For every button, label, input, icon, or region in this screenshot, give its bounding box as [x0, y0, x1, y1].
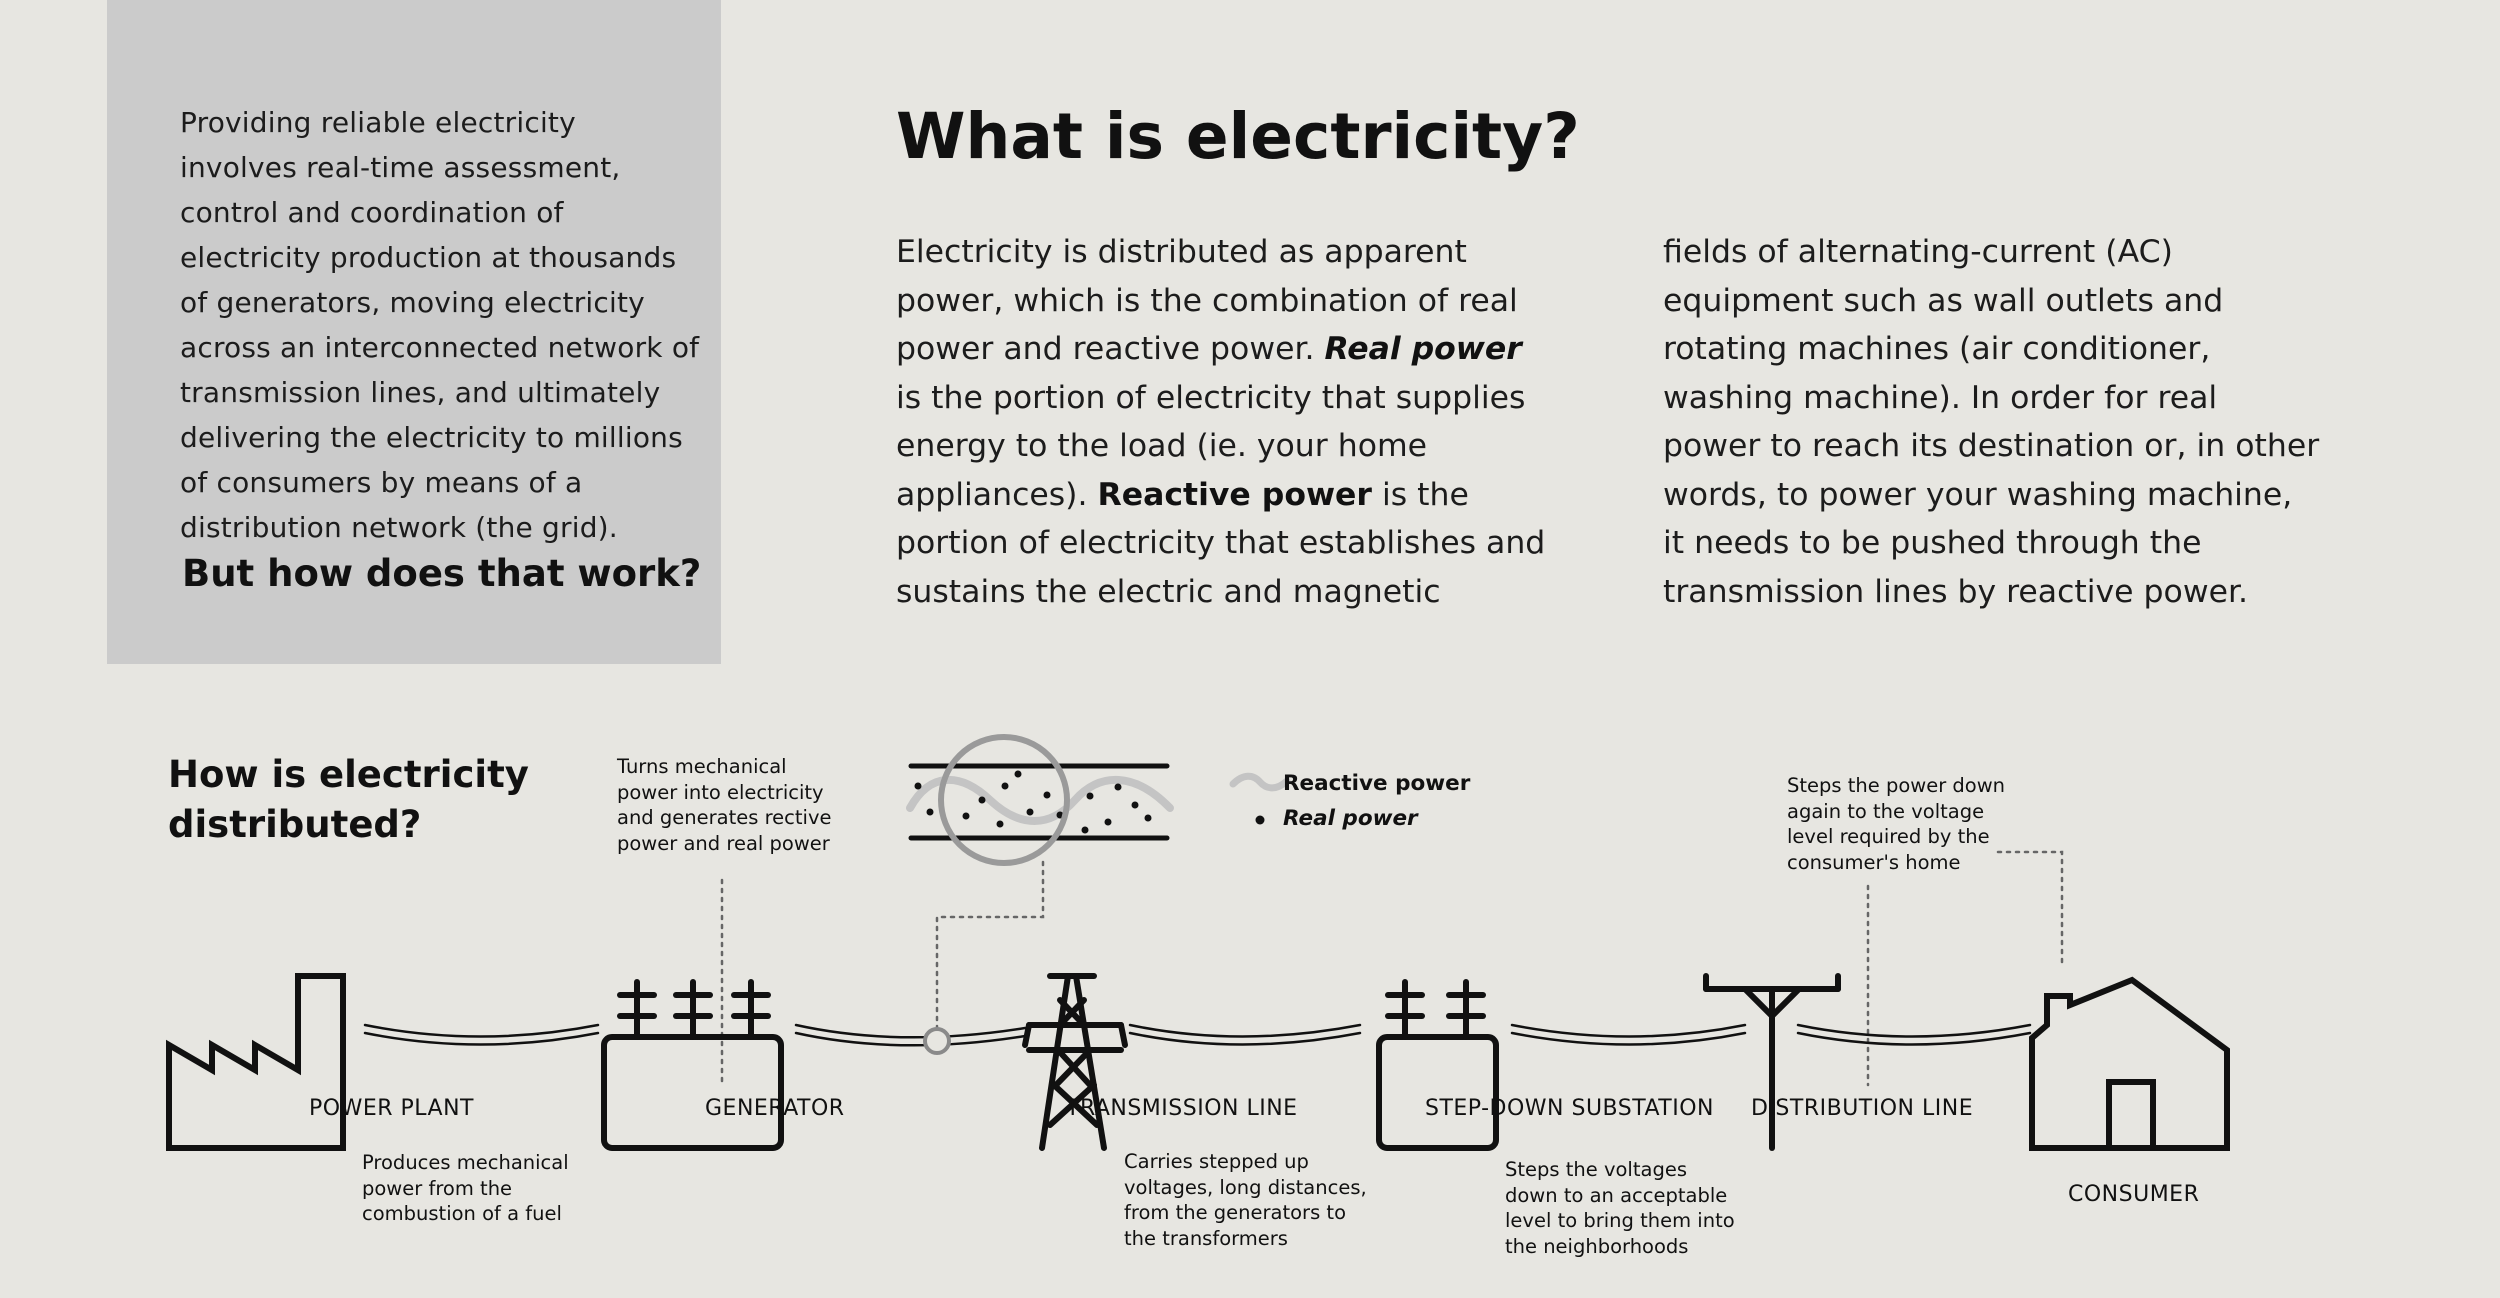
generator-icon — [601, 979, 784, 1151]
term-reactive-power: Reactive power — [1097, 476, 1372, 513]
note-power-plant: Produces mechanical power from the combu… — [362, 1151, 569, 1225]
diagram-title: How is electricity distributed? — [168, 753, 529, 846]
factory-icon — [166, 973, 346, 1151]
probe-point-icon — [923, 1027, 951, 1055]
label-generator: GENERATOR — [705, 1096, 845, 1121]
label-step-down-substation: STEP-DOWN SUBSTATION — [1425, 1096, 1714, 1121]
magnifier-icon — [938, 734, 1070, 866]
page-title: What is electricity? — [896, 100, 1580, 173]
note-transmission-line: Carries stepped up voltages, long distan… — [1124, 1150, 1367, 1250]
substation-icon — [1376, 979, 1499, 1151]
body-column-1: Electricity is distributed as apparent p… — [896, 234, 1546, 610]
note-distribution-line: Steps the power down again to the voltag… — [1787, 774, 2006, 874]
wires — [363, 1023, 2032, 1047]
house-icon — [2029, 976, 2230, 1151]
utility-pole-icon — [1703, 973, 1841, 1151]
transmission-tower-icon — [1022, 973, 1128, 1151]
legend-real-power: Real power — [1283, 806, 1418, 831]
reactive-power-icon — [1229, 772, 1291, 792]
intro-question: But how does that work? — [182, 552, 702, 595]
note-generator: Turns mechanical power into electricity … — [617, 755, 832, 855]
note-substation: Steps the voltages down to an acceptable… — [1505, 1158, 1735, 1258]
term-real-power: Real power — [1324, 331, 1522, 367]
intro-panel — [107, 0, 721, 664]
legend-reactive-power: Reactive power — [1283, 771, 1471, 796]
label-consumer: CONSUMER — [2068, 1182, 2200, 1207]
body-column-2: fields of alternating-current (AC) equip… — [1663, 234, 2320, 610]
real-power-icon — [1255, 815, 1265, 825]
label-distribution-line: DISTRIBUTION LINE — [1751, 1096, 1974, 1121]
power-line-detail-icon — [906, 734, 1174, 866]
leader-lines — [720, 850, 2064, 1087]
intro-text: Providing reliable electricity involves … — [180, 106, 700, 544]
label-transmission-line: TRANSMISSION LINE — [1066, 1096, 1298, 1121]
label-power-plant: POWER PLANT — [309, 1096, 474, 1121]
